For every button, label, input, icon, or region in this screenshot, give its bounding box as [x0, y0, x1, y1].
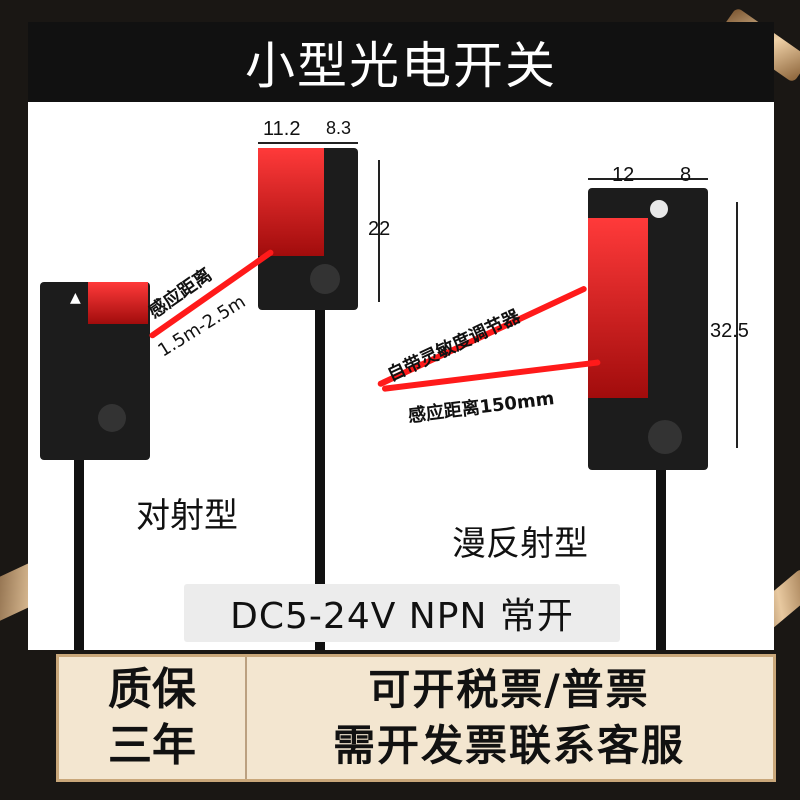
cable: [656, 470, 666, 650]
invoice-line-1: 可开税票/普票: [368, 665, 650, 714]
dimension-line: [258, 142, 358, 144]
cable: [315, 300, 325, 650]
bottom-banner: 质保 三年 可开税票/普票 需开发票联系客服: [56, 654, 776, 782]
warranty-line-2: 三年: [108, 720, 196, 771]
cable: [74, 455, 84, 650]
sensor-emitter: ▲: [40, 282, 150, 460]
dimension-height: 22: [368, 218, 391, 240]
page-title: 小型光电开关: [245, 37, 557, 95]
sensor-lens: [588, 218, 648, 398]
mount-hole: [98, 404, 126, 432]
sensitivity-knob: [650, 200, 668, 218]
dimension-line: [736, 202, 738, 448]
dimension-line: [588, 178, 708, 180]
invoice-block: 可开税票/普票 需开发票联系客服: [245, 657, 773, 779]
dimension-width-b: 8.3: [326, 118, 352, 138]
title-bar: 小型光电开关: [28, 22, 774, 102]
type-label-through-beam: 对射型: [136, 496, 238, 536]
dimension-line: [378, 160, 380, 302]
dimension-width-a: 12: [612, 164, 635, 186]
warranty-line-1: 质保: [108, 664, 196, 715]
sensor-diffuse: [588, 188, 708, 470]
dimension-width-a: 11.2: [263, 118, 301, 140]
dimension-height: 32.5: [710, 320, 749, 342]
sensor-receiver: [258, 148, 358, 310]
spec-box: DC5-24V NPN 常开: [184, 584, 620, 642]
warranty-block: 质保 三年: [59, 657, 247, 779]
invoice-line-2: 需开发票联系客服: [332, 721, 685, 770]
mount-hole: [310, 264, 340, 294]
mount-hole: [648, 420, 682, 454]
spec-text: DC5-24V NPN 常开: [230, 596, 574, 637]
sensor-lens: [88, 282, 148, 324]
dimension-width-b: 8: [680, 164, 692, 186]
sensor-lens: [258, 148, 324, 256]
type-label-diffuse: 漫反射型: [452, 524, 588, 564]
triangle-icon: ▲: [70, 290, 81, 306]
